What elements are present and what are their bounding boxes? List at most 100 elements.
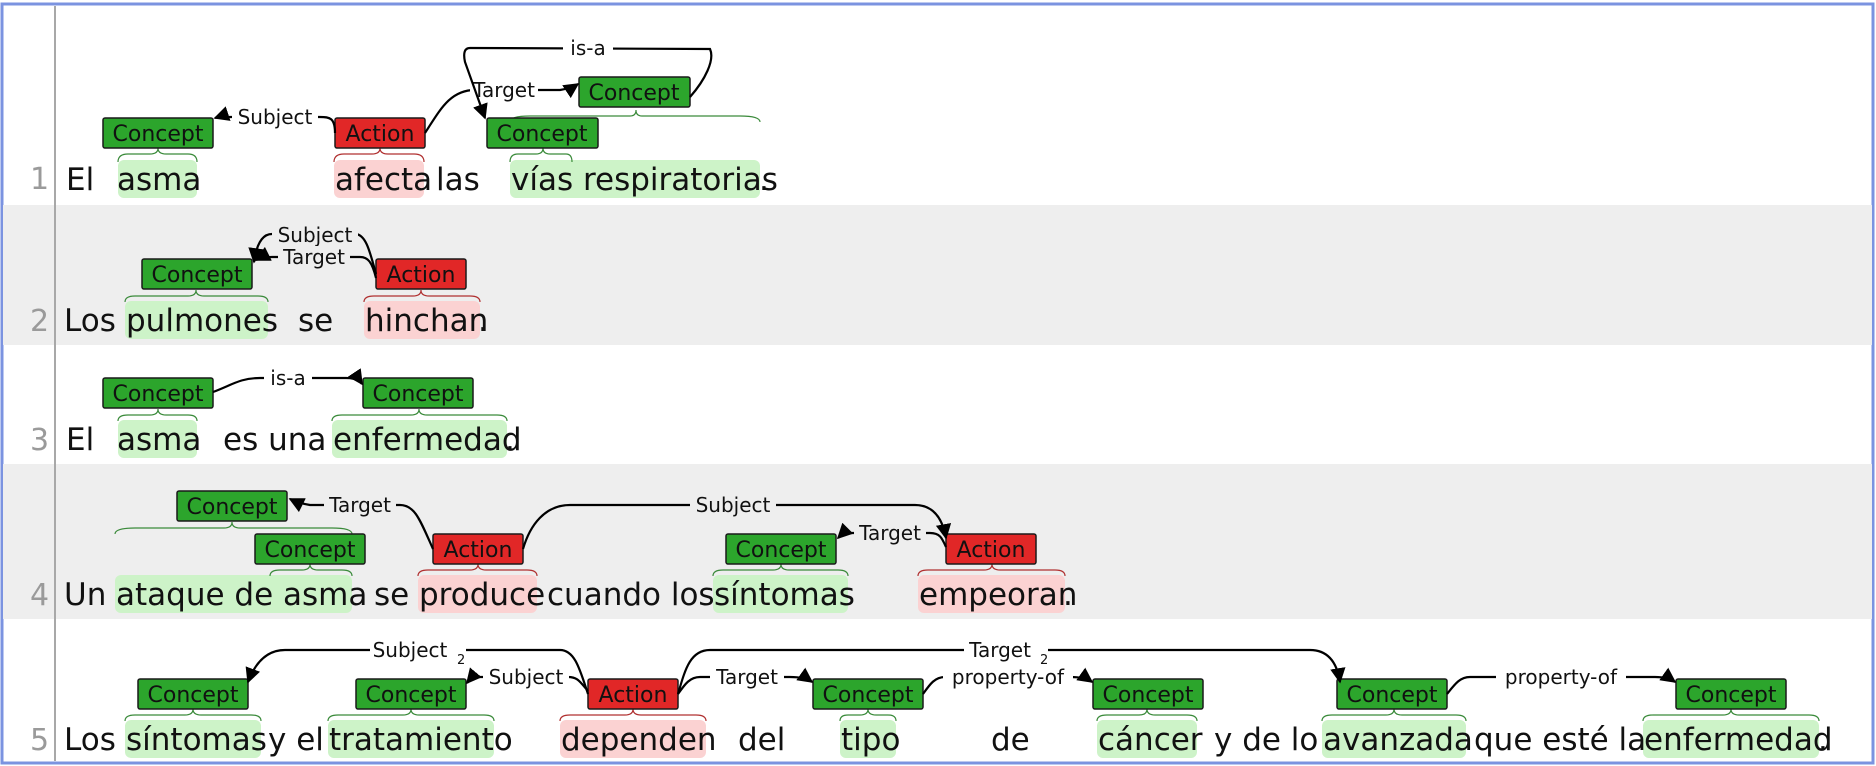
line-number: 4 <box>30 578 49 613</box>
token: enfermedad <box>1644 722 1833 758</box>
relation-label-bg <box>264 366 312 390</box>
token: El <box>66 162 94 198</box>
token: las <box>436 162 480 198</box>
span-highlight <box>364 301 480 339</box>
line-number: 1 <box>30 162 49 197</box>
relation-label-bg <box>470 78 538 102</box>
entity-label-text: Concept <box>113 122 204 147</box>
entity-label-text: Concept <box>265 538 356 563</box>
span-highlight <box>1322 720 1466 758</box>
token: pulmones <box>126 303 278 339</box>
relation-label: Subject <box>489 665 564 689</box>
sentence-row: 2 Los pulmones se hinchan . Concept Acti… <box>30 223 488 339</box>
relation-arc[interactable] <box>463 46 713 120</box>
span-highlight <box>125 301 268 339</box>
relation-label: is-a <box>270 366 305 390</box>
entity-label-text: Concept <box>1103 683 1194 708</box>
token: . <box>505 422 515 458</box>
token: que esté la <box>1474 722 1646 758</box>
token: . <box>478 303 488 339</box>
span-brace <box>117 408 198 422</box>
entity-label-text: Action <box>346 122 415 147</box>
concept-label[interactable] <box>176 490 288 522</box>
token: hinchan <box>365 303 488 339</box>
token: afecta <box>335 162 432 198</box>
concept-label[interactable] <box>725 533 837 565</box>
token: Los <box>64 722 116 758</box>
entity-label-text: Concept <box>1347 683 1438 708</box>
span-highlight <box>840 720 896 758</box>
token: . <box>1818 722 1828 758</box>
token: se <box>298 303 333 339</box>
relation-label-bg <box>964 638 1048 662</box>
entity-label-text: Concept <box>366 683 457 708</box>
span-brace <box>509 109 761 123</box>
token: dependen <box>561 722 717 758</box>
relation-label-bg <box>232 105 318 129</box>
relation-label: Target <box>282 245 345 269</box>
token: es una <box>223 422 326 458</box>
relation-label: Target <box>715 665 778 689</box>
line-number: 2 <box>30 304 49 339</box>
concept-label[interactable] <box>355 678 467 710</box>
relation-arc[interactable] <box>521 503 952 550</box>
relation-subscript: 2 <box>1040 653 1048 668</box>
token: cáncer <box>1098 722 1203 758</box>
token: asma <box>117 422 201 458</box>
token: síntomas <box>714 577 855 613</box>
token: síntomas <box>126 722 267 758</box>
relation-label: Target <box>858 521 921 545</box>
span-highlight <box>560 720 706 758</box>
concept-label[interactable] <box>254 533 366 565</box>
sentence-row: 3 El asma es una enfermedad . Concept Co… <box>30 366 522 458</box>
concept-label[interactable] <box>1092 678 1204 710</box>
relation-label: Target <box>472 78 535 102</box>
relation-label: Subject <box>696 493 771 517</box>
concept-label[interactable] <box>141 258 253 290</box>
relation-label-bg <box>1496 665 1626 689</box>
span-highlight <box>334 160 424 198</box>
token: Un <box>64 577 106 613</box>
relation-label-bg <box>272 223 358 246</box>
concept-label[interactable] <box>102 117 214 149</box>
relation-label: property-of <box>952 665 1065 689</box>
relation-arc[interactable] <box>676 648 1346 695</box>
entity-label-text: Concept <box>187 495 278 520</box>
token: de <box>991 722 1030 758</box>
concept-label[interactable] <box>362 377 474 409</box>
span-brace <box>124 289 269 303</box>
token: ataque de asma <box>116 577 367 613</box>
concept-label[interactable] <box>1675 678 1787 710</box>
concept-label[interactable] <box>137 678 249 710</box>
relation-label: Target <box>328 493 391 517</box>
relation-label-bg <box>278 246 350 268</box>
token: asma <box>117 162 201 198</box>
relation-label-bg <box>710 665 784 689</box>
span-highlight <box>1097 720 1197 758</box>
token: tratamiento <box>329 722 513 758</box>
span-highlight <box>713 575 848 613</box>
span-highlight <box>332 420 507 458</box>
concept-label[interactable] <box>486 117 599 149</box>
entity-label-text: Action <box>387 263 456 288</box>
token: tipo <box>841 722 900 758</box>
line-number: 5 <box>30 723 49 758</box>
token: avanzada <box>1323 722 1473 758</box>
entity-label-text: Concept <box>736 538 827 563</box>
span-highlight <box>418 575 537 613</box>
token: produce <box>419 577 545 613</box>
token: cuando los <box>547 577 715 613</box>
concept-label[interactable] <box>102 377 214 409</box>
relation-label-bg <box>854 521 926 545</box>
relation-subscript: 2 <box>457 653 465 668</box>
token: enfermedad <box>333 422 522 458</box>
entity-label-text: Concept <box>1686 683 1777 708</box>
action-label[interactable] <box>945 533 1037 565</box>
span-highlight <box>1643 720 1819 758</box>
token: del <box>738 722 785 758</box>
sentence-row: 5 Los síntomas y el tratamiento dependen… <box>30 638 1833 758</box>
entity-label-text: Concept <box>113 382 204 407</box>
entity-label-text: Concept <box>148 683 239 708</box>
